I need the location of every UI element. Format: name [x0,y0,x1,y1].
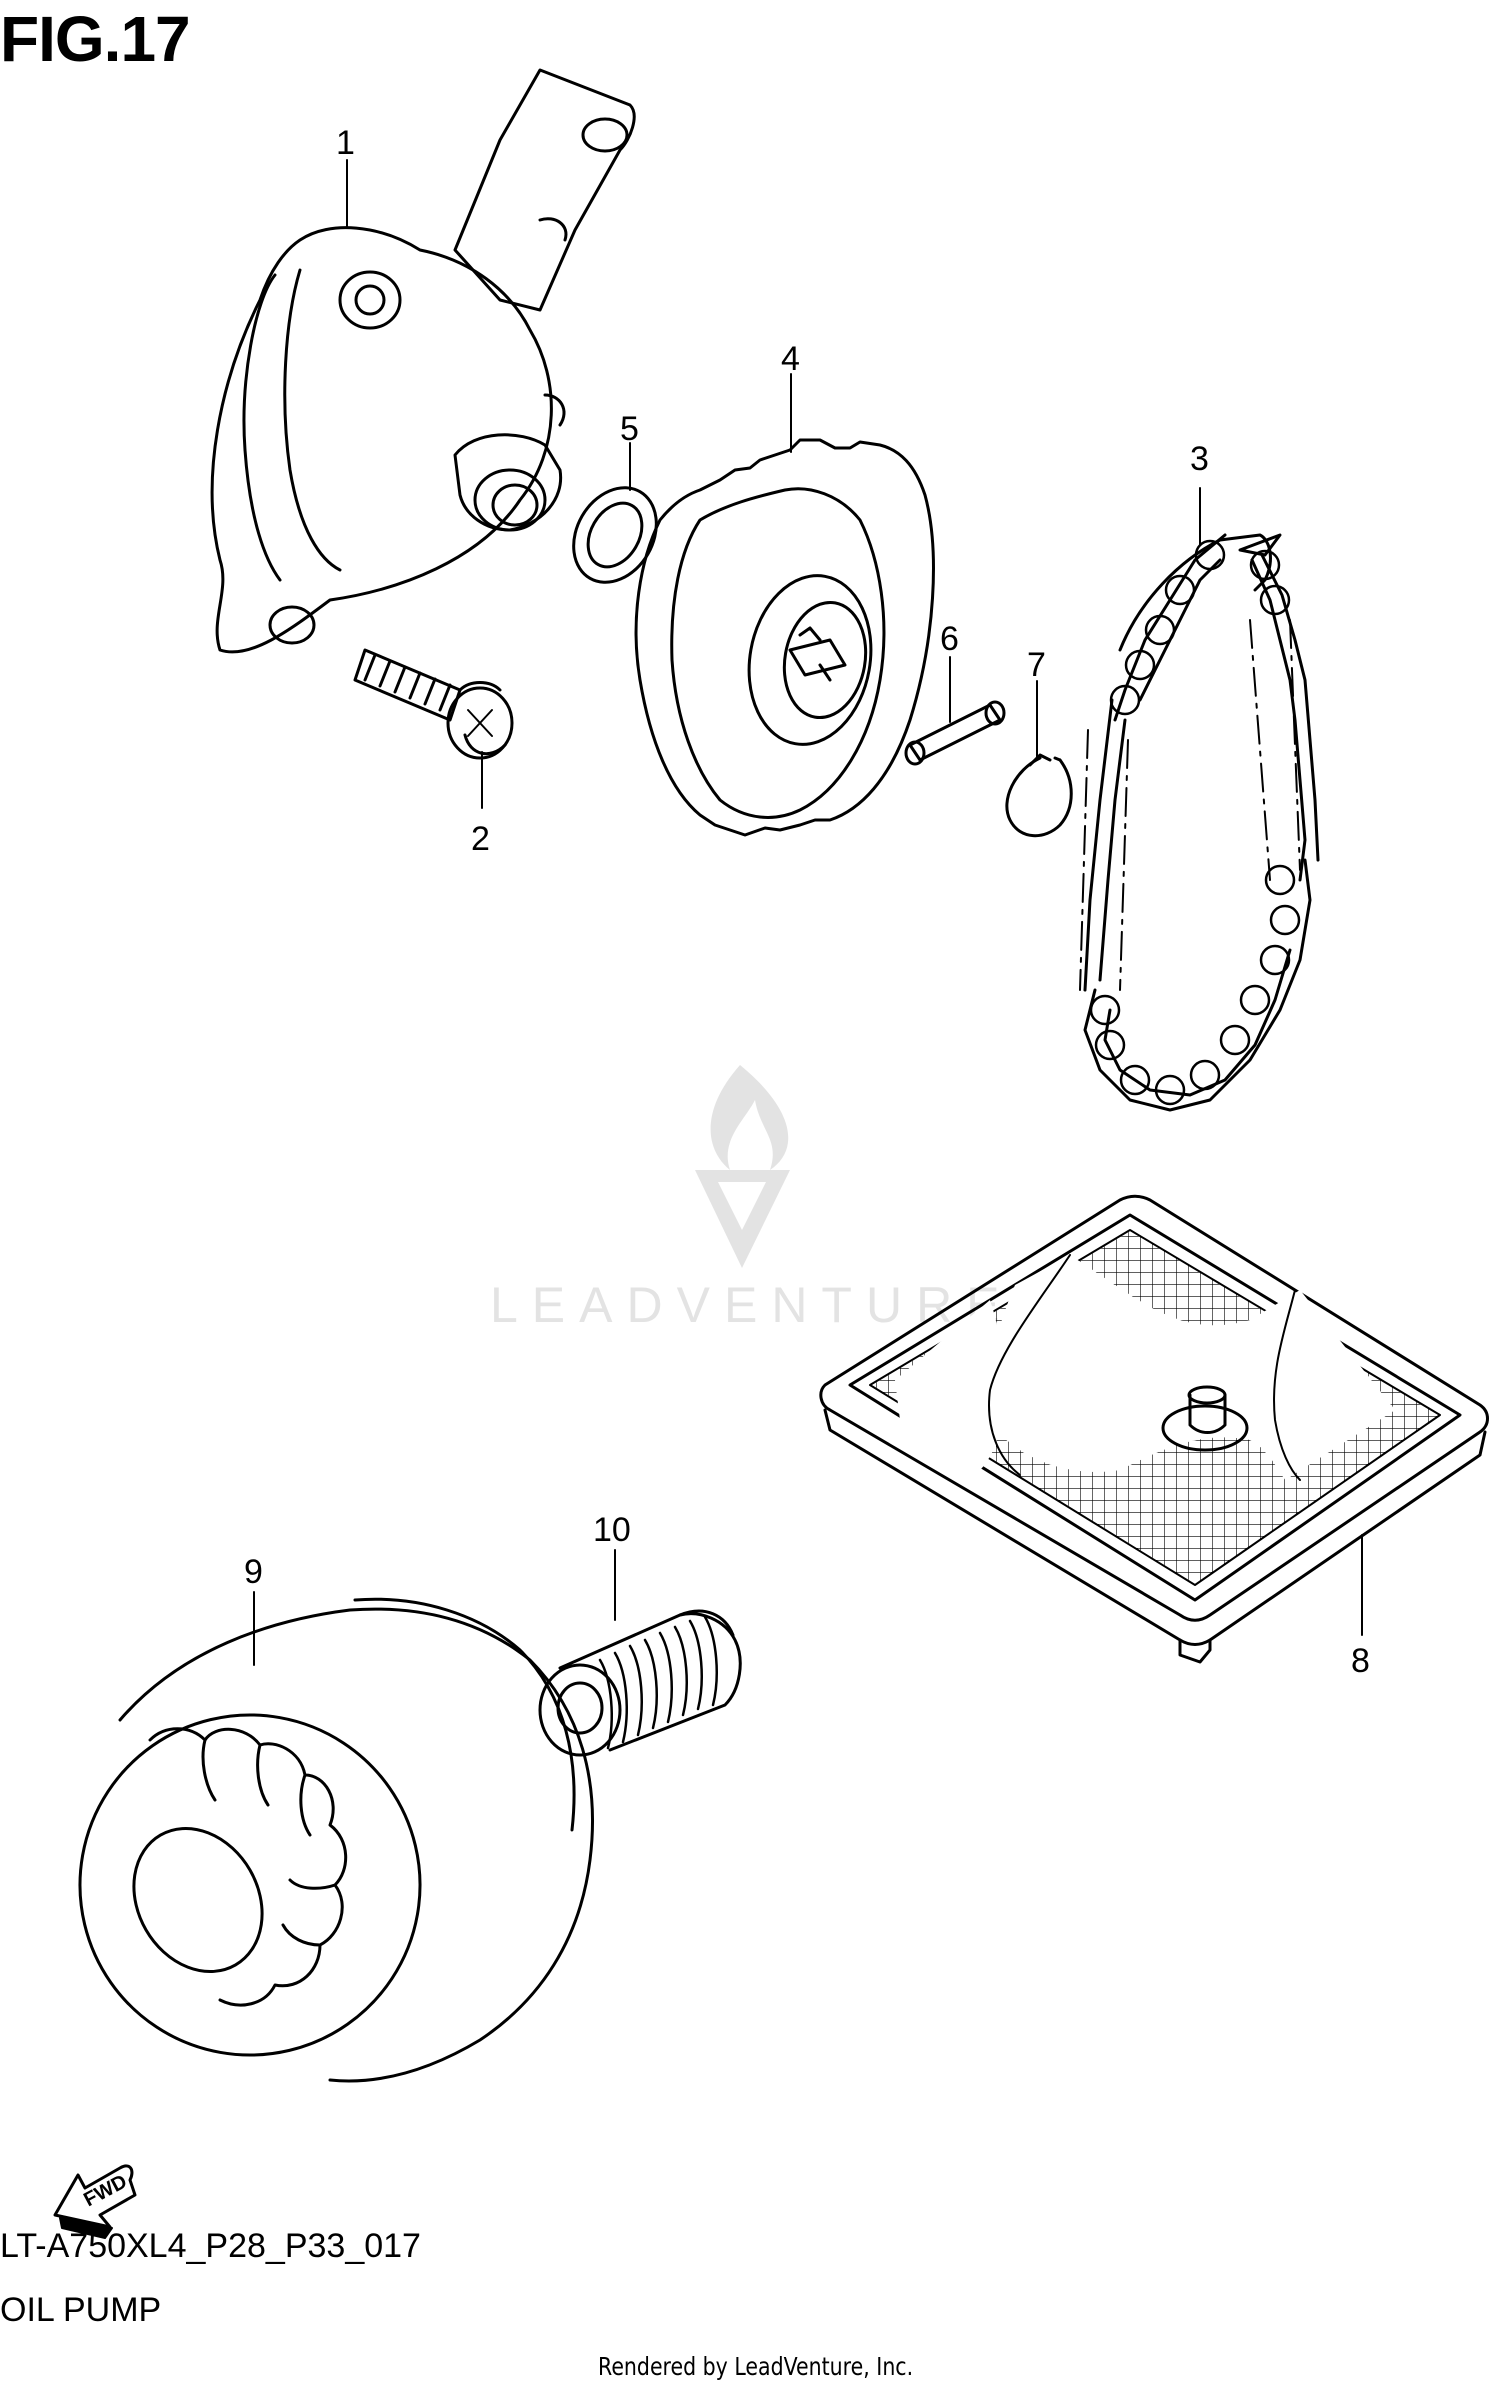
drive-gear [634,438,935,837]
callout-4: 4 [781,340,800,378]
oil-strainer [819,1194,1489,1664]
seal-ring [572,486,658,584]
bolt [353,648,514,760]
callout-leaders [253,159,1363,1666]
callout-2: 2 [471,820,490,858]
watermark-text: LEADVENTURE [490,1277,1014,1333]
circlip [1005,753,1073,838]
section-name: OIL PUMP [0,2291,162,2329]
callout-numbers: 1 2 3 4 5 6 7 8 9 10 [244,124,1370,1680]
leadventure-watermark: LEADVENTURE [490,1065,1014,1333]
oil-pump-body [210,68,636,654]
model-code: LT-A750XL4_P28_P33_017 [0,2227,421,2265]
oil-filter [78,1597,594,2083]
figure-title: FIG.17 [0,3,191,75]
dowel-pin [904,700,1006,766]
callout-10: 10 [593,1511,631,1549]
callout-5: 5 [620,410,639,448]
callout-1: 1 [336,124,355,162]
forward-direction-badge: FWD [53,2164,137,2239]
drive-chain [1079,533,1320,1112]
callout-7: 7 [1027,646,1046,684]
callout-8: 8 [1351,1642,1370,1680]
callout-9: 9 [244,1553,263,1591]
rendered-by: Rendered by LeadVenture, Inc. [598,2352,914,2381]
callout-3: 3 [1190,440,1209,478]
threaded-union [538,1609,742,1757]
callout-6: 6 [940,620,959,658]
